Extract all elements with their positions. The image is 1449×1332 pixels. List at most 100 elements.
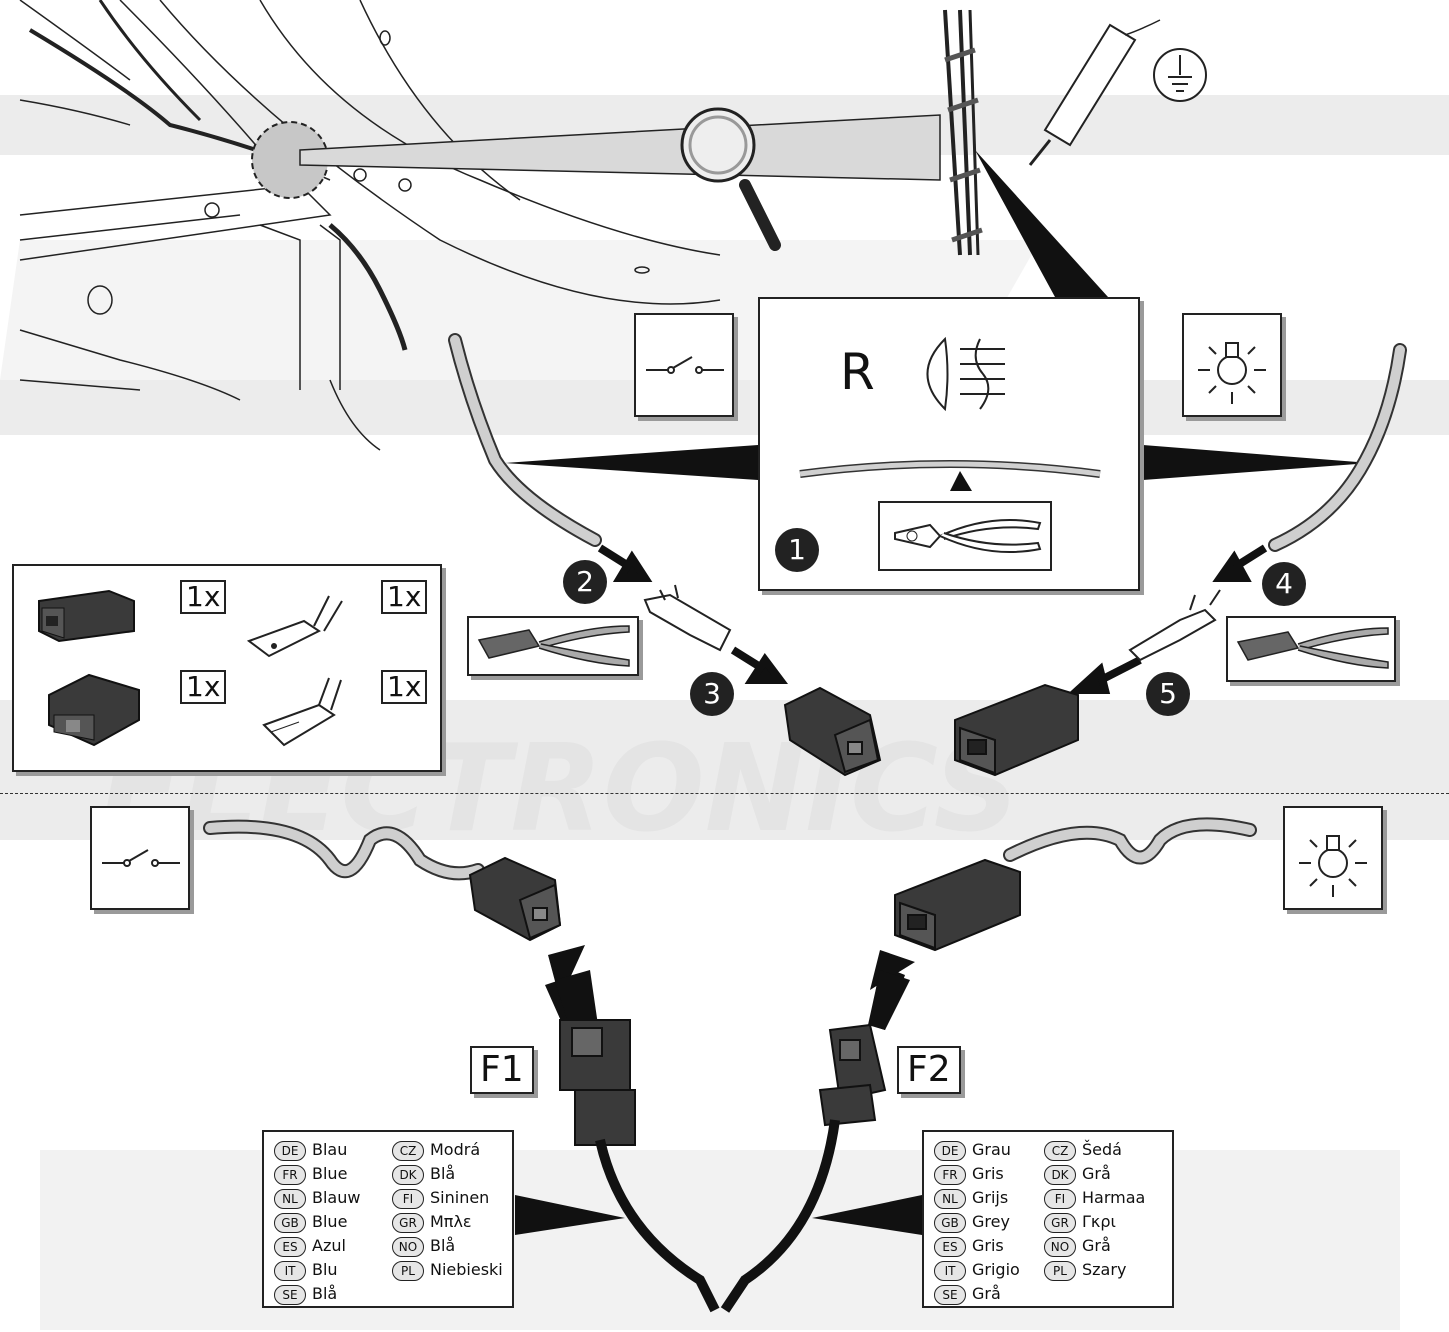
lang-code-badge: DK bbox=[392, 1164, 424, 1185]
color-name: Gris bbox=[972, 1236, 1004, 1255]
legend-row: CZ Šedá bbox=[1044, 1138, 1145, 1162]
magnifier-icon bbox=[680, 107, 781, 251]
legend-row: FR Gris bbox=[934, 1162, 1020, 1186]
lang-code-badge: CZ bbox=[1044, 1140, 1076, 1161]
color-name: Niebieski bbox=[430, 1260, 503, 1279]
voltage-tester-icon bbox=[1028, 19, 1161, 166]
lang-code-badge: SE bbox=[934, 1284, 966, 1305]
color-name: Μπλε bbox=[430, 1212, 472, 1231]
lang-code-badge: PL bbox=[392, 1260, 424, 1281]
crimp-tool-left bbox=[467, 616, 639, 676]
lang-code-badge: IT bbox=[934, 1260, 966, 1281]
pointer-left bbox=[505, 445, 758, 480]
switch-symbol-icon bbox=[646, 356, 724, 374]
lang-code-badge: IT bbox=[274, 1260, 306, 1281]
lang-code-badge: GB bbox=[934, 1212, 966, 1233]
pointer-legend-left bbox=[515, 1195, 625, 1235]
connector-male-icon bbox=[48, 673, 140, 747]
female-terminal-icon bbox=[262, 677, 342, 747]
lang-code-badge: FI bbox=[392, 1188, 424, 1209]
lang-code-badge: GR bbox=[392, 1212, 424, 1233]
legend-row: PL Niebieski bbox=[392, 1258, 503, 1282]
qty-female-connector: 1x bbox=[180, 580, 227, 614]
car-body-lineart bbox=[19, 0, 721, 451]
lang-code-badge: ES bbox=[274, 1236, 306, 1257]
color-name: Grigio bbox=[972, 1260, 1020, 1279]
lamp-symbol-top bbox=[1182, 313, 1282, 417]
color-name: Blå bbox=[430, 1236, 456, 1255]
fuse-label-f2: F2 bbox=[897, 1046, 961, 1094]
legend-row: NO Blå bbox=[392, 1234, 503, 1258]
color-name: Gris bbox=[972, 1164, 1004, 1183]
step-5-badge: 5 bbox=[1146, 672, 1190, 716]
wire-cutter-icon bbox=[894, 519, 1042, 553]
female-terminal-left bbox=[643, 584, 732, 652]
wire-lamp-side bbox=[1268, 343, 1407, 552]
lamp-symbol-icon bbox=[1299, 835, 1367, 897]
wire-cutter-box bbox=[878, 501, 1052, 571]
lang-code-badge: FR bbox=[934, 1164, 966, 1185]
color-name: Modrá bbox=[430, 1140, 481, 1159]
pointer-beam-top bbox=[975, 150, 1108, 297]
legend-row: DK Grå bbox=[1044, 1162, 1145, 1186]
color-name: Grå bbox=[1082, 1236, 1111, 1255]
legend-row: IT Grigio bbox=[934, 1258, 1020, 1282]
legend-row: GB Grey bbox=[934, 1210, 1020, 1234]
qty-male-terminal: 1x bbox=[381, 580, 428, 614]
legend-row: SE Grå bbox=[934, 1282, 1020, 1306]
step-3-badge: 3 bbox=[690, 672, 734, 716]
y-harness-left bbox=[595, 1138, 720, 1313]
lang-code-badge: PL bbox=[1044, 1260, 1076, 1281]
color-name: Grå bbox=[972, 1284, 1001, 1303]
connector-male-step3 bbox=[783, 686, 882, 777]
lang-code-badge: DE bbox=[274, 1140, 306, 1161]
legend-row: CZ Modrá bbox=[392, 1138, 503, 1162]
lang-code-badge: CZ bbox=[392, 1140, 424, 1161]
lang-code-badge: GR bbox=[1044, 1212, 1076, 1233]
male-terminal-icon bbox=[246, 595, 343, 658]
color-name: Grey bbox=[972, 1212, 1010, 1231]
section-divider bbox=[0, 793, 1449, 794]
insert-arrows bbox=[545, 945, 915, 1030]
lang-code-badge: GB bbox=[274, 1212, 306, 1233]
lamp-symbol-icon bbox=[1198, 342, 1266, 404]
switch-symbol-top bbox=[634, 313, 734, 417]
rear-fog-light-icon bbox=[926, 336, 1005, 412]
fuse-connector-f1 bbox=[559, 1019, 636, 1146]
kit-contents-panel bbox=[12, 564, 442, 772]
relay-label: R bbox=[840, 343, 875, 401]
lamp-symbol-bottom bbox=[1283, 806, 1383, 910]
pointer-right bbox=[1143, 445, 1370, 480]
color-name: Blue bbox=[312, 1164, 348, 1183]
lang-code-badge: FI bbox=[1044, 1188, 1076, 1209]
fuse-connector-f2 bbox=[818, 1023, 887, 1127]
connector-bottom-left bbox=[468, 856, 562, 942]
crimp-tool-right bbox=[1226, 616, 1396, 682]
legend-row: GR Μπλε bbox=[392, 1210, 503, 1234]
legend-row: FR Blue bbox=[274, 1162, 360, 1186]
lang-code-badge: NO bbox=[392, 1236, 424, 1257]
lang-code-badge: NL bbox=[934, 1188, 966, 1209]
color-name: Šedá bbox=[1082, 1140, 1122, 1159]
lang-code-badge: FR bbox=[274, 1164, 306, 1185]
lang-code-badge: DE bbox=[934, 1140, 966, 1161]
color-name: Grå bbox=[1082, 1164, 1111, 1183]
connector-female-step5 bbox=[954, 683, 1079, 777]
qty-female-terminal: 1x bbox=[381, 670, 428, 704]
switch-symbol-bottom bbox=[90, 806, 190, 910]
lang-code-badge: SE bbox=[274, 1284, 306, 1305]
lang-code-badge: DK bbox=[1044, 1164, 1076, 1185]
